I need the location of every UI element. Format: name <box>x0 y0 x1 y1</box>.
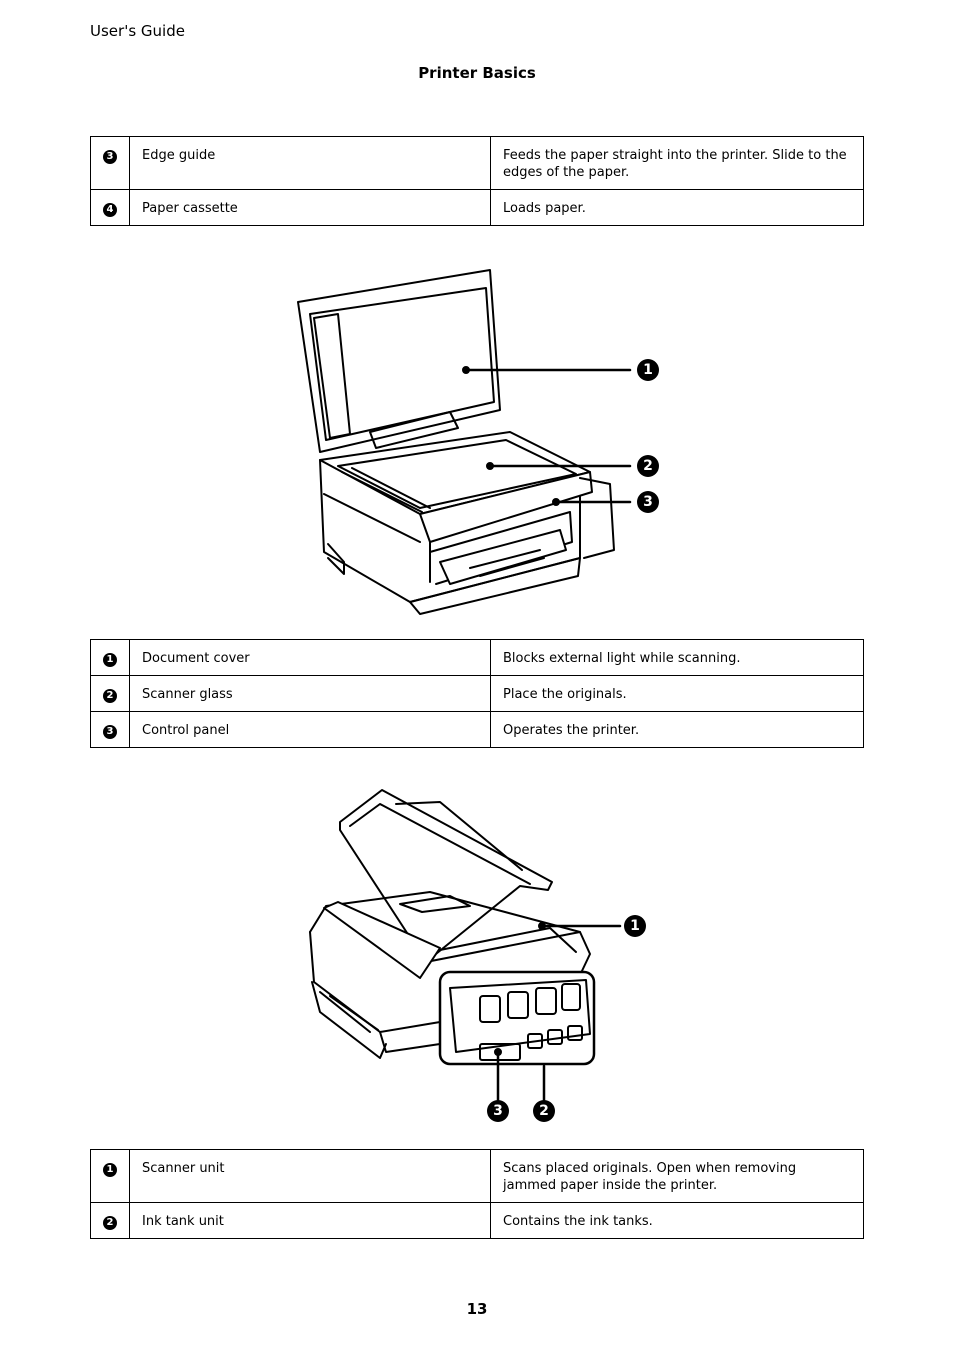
item-number-badge: 2 <box>103 1216 117 1230</box>
part-description: Place the originals. <box>490 675 864 712</box>
callout-badge: 3 <box>637 491 659 513</box>
printer-front-figure: 1 2 3 <box>280 262 680 622</box>
part-name: Scanner unit <box>129 1149 491 1203</box>
part-description: Scans placed originals. Open when removi… <box>490 1149 864 1203</box>
section-title: Printer Basics <box>418 64 536 82</box>
table-row: 2 Scanner glass Place the originals. <box>90 675 864 712</box>
part-description: Loads paper. <box>490 189 864 226</box>
page-number: 13 <box>466 1300 488 1318</box>
part-name: Ink tank unit <box>129 1202 491 1239</box>
callout-badge: 2 <box>533 1100 555 1122</box>
part-name: Control panel <box>129 711 491 748</box>
parts-table-2: 1 Document cover Blocks external light w… <box>90 639 864 748</box>
table-row: 3 Edge guide Feeds the paper straight in… <box>90 136 864 190</box>
item-number-badge: 2 <box>103 689 117 703</box>
part-name: Scanner glass <box>129 675 491 712</box>
table-row: 3 Control panel Operates the printer. <box>90 711 864 748</box>
printer-open-figure: 1 3 2 <box>290 782 670 1132</box>
item-number-badge: 1 <box>103 653 117 667</box>
item-number-badge: 4 <box>103 203 117 217</box>
item-number-badge: 3 <box>103 150 117 164</box>
table-row: 1 Document cover Blocks external light w… <box>90 639 864 676</box>
callout-badge: 1 <box>624 915 646 937</box>
parts-table-1: 3 Edge guide Feeds the paper straight in… <box>90 136 864 226</box>
item-number-badge: 3 <box>103 725 117 739</box>
part-description: Contains the ink tanks. <box>490 1202 864 1239</box>
part-description: Feeds the paper straight into the printe… <box>490 136 864 190</box>
printer-front-illustration <box>297 269 632 615</box>
table-row: 4 Paper cassette Loads paper. <box>90 189 864 226</box>
callout-badge: 1 <box>637 359 659 381</box>
part-name: Edge guide <box>129 136 491 190</box>
running-header: User's Guide <box>90 22 185 40</box>
item-number-badge: 1 <box>103 1163 117 1177</box>
table-row: 2 Ink tank unit Contains the ink tanks. <box>90 1202 864 1239</box>
part-description: Blocks external light while scanning. <box>490 639 864 676</box>
callout-badge: 3 <box>487 1100 509 1122</box>
callout-badge: 2 <box>637 455 659 477</box>
table-row: 1 Scanner unit Scans placed originals. O… <box>90 1149 864 1203</box>
printer-open-illustration <box>309 789 622 1102</box>
part-name: Document cover <box>129 639 491 676</box>
parts-table-3: 1 Scanner unit Scans placed originals. O… <box>90 1149 864 1239</box>
part-description: Operates the printer. <box>490 711 864 748</box>
part-name: Paper cassette <box>129 189 491 226</box>
